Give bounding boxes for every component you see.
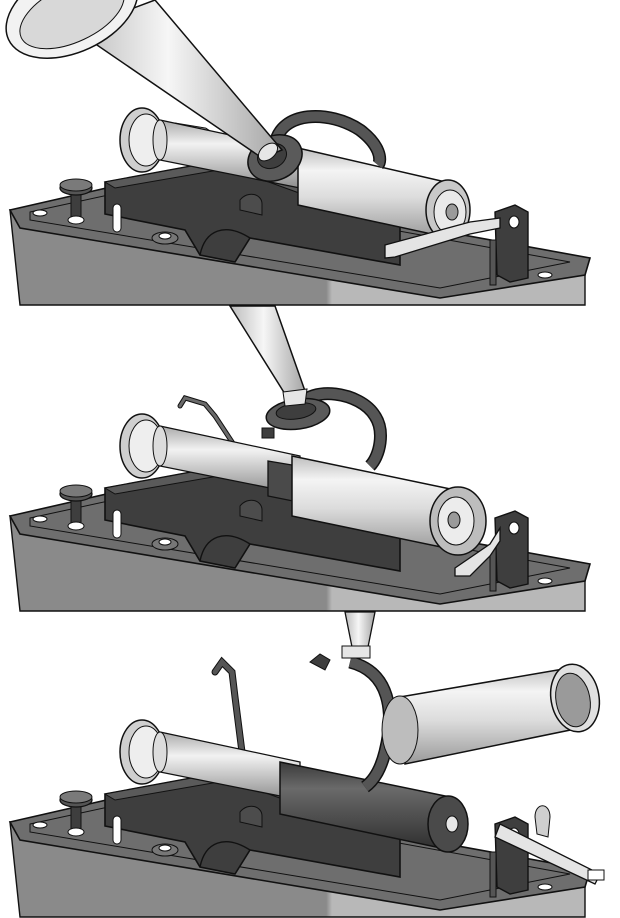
horn: [228, 305, 308, 407]
crank-arm: [494, 805, 605, 885]
crank-arm: [384, 217, 501, 259]
panel-2: [9, 305, 591, 612]
crank-arm: [454, 525, 501, 577]
detached-cylinder: [381, 663, 601, 765]
reproducer: [309, 611, 376, 671]
horn: [5, 0, 284, 162]
wax-cylinder: [291, 455, 487, 556]
wax-cylinder: [297, 147, 471, 241]
pivot-bracket: [489, 204, 529, 286]
pivot-bracket: [489, 510, 529, 592]
wax-cylinder: [279, 761, 469, 853]
panel-1: [5, 0, 591, 306]
panel-3: [9, 611, 605, 918]
